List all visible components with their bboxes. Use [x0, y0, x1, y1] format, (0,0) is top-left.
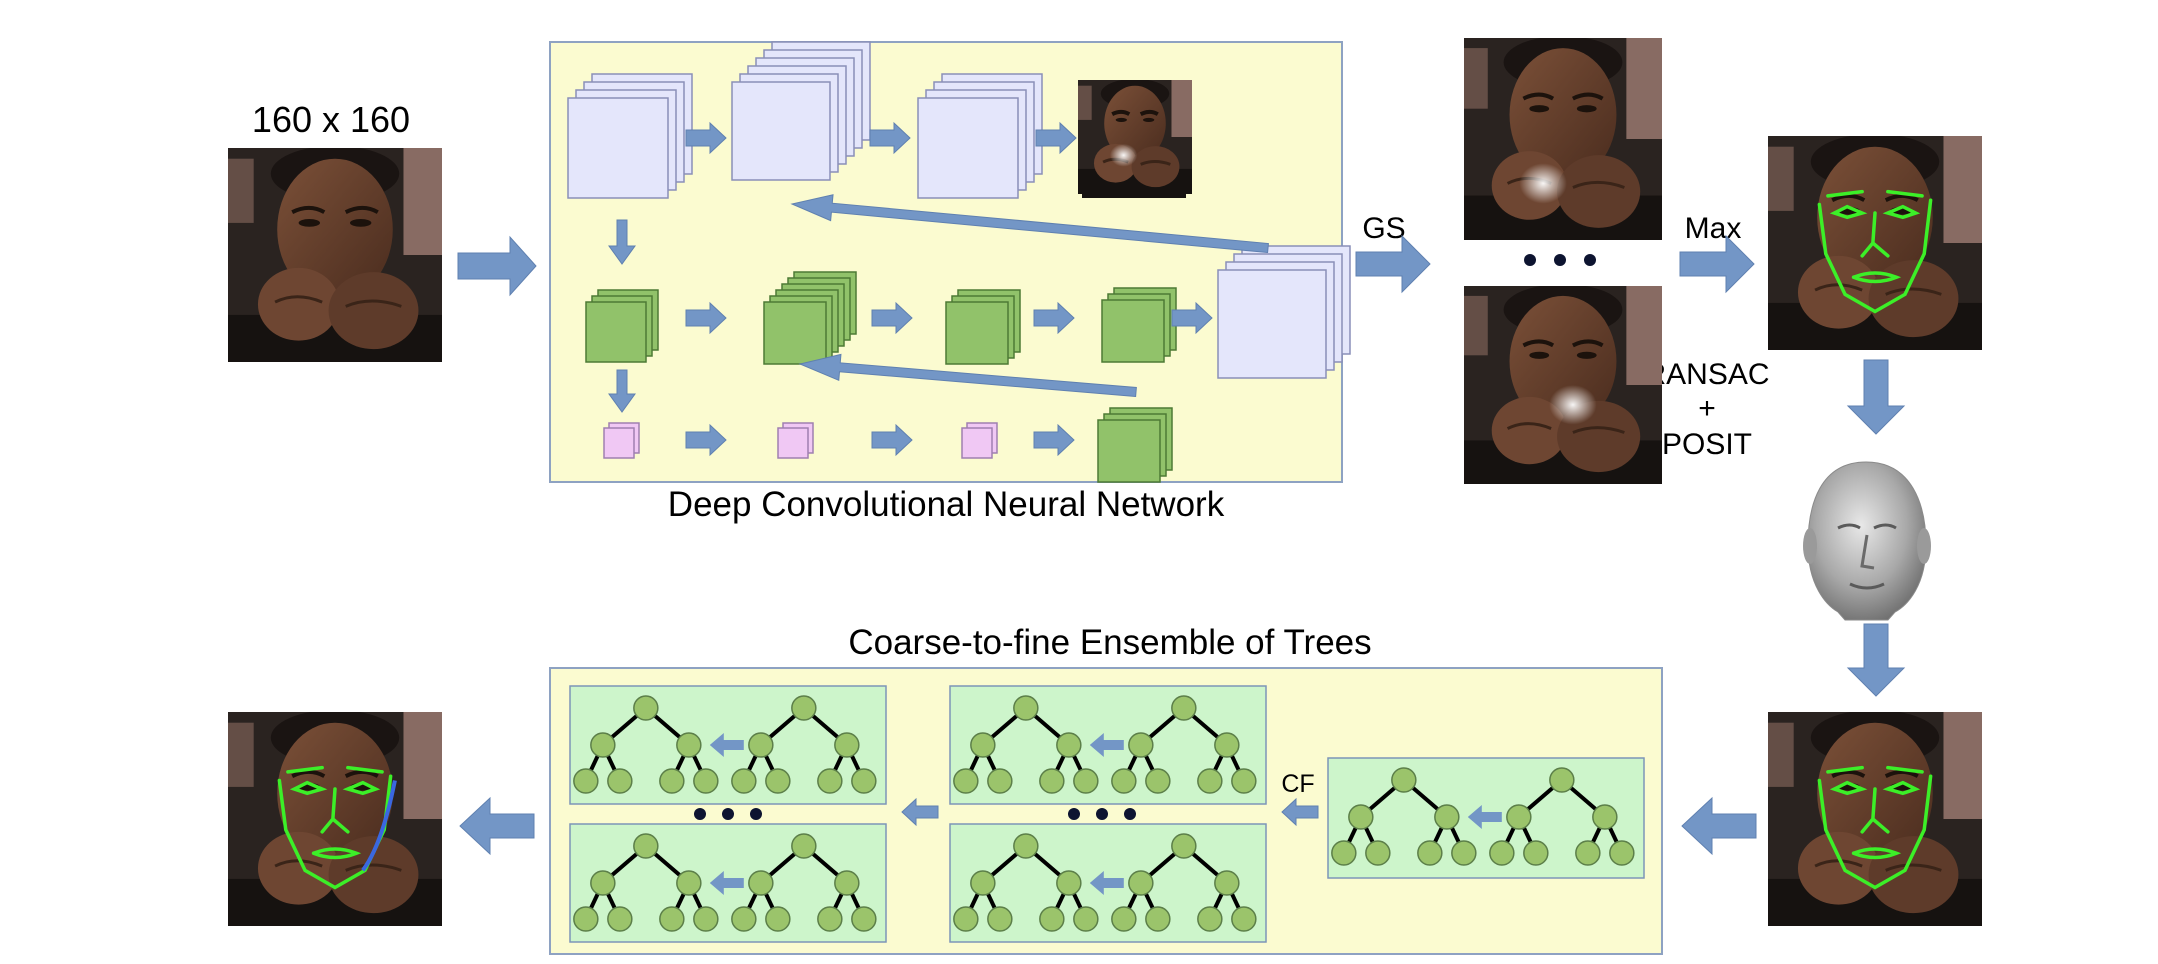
gs-arrow: [1355, 234, 1431, 294]
conv-stack-1: [567, 73, 693, 199]
conv-stack-3: [917, 73, 1043, 199]
tree-panel-mid-top-tree-b: [1111, 695, 1257, 794]
green-stack-1: [585, 289, 659, 363]
arrow-icon: [709, 733, 744, 757]
dcnn-caption: Deep Convolutional Neural Network: [668, 485, 1225, 524]
row3-arrow-3: [1033, 423, 1075, 457]
pink-stack-1: [603, 422, 640, 459]
tree-panel-left-bottom-tree-a: [573, 833, 719, 932]
arrow-icon: [709, 871, 744, 895]
dcnn-output-thumb: [1078, 80, 1192, 194]
ellipsis-dot: [1096, 808, 1108, 820]
cf-arrow: [1281, 797, 1319, 827]
max-label: Max: [1685, 212, 1742, 245]
tree-panel-left-top-tree-a: [573, 695, 719, 794]
refine-to-ensemble-arrow: [1681, 796, 1757, 856]
max-landmarks-photo: [1768, 136, 1982, 350]
tree-panel-mid-bottom-tree-a: [953, 833, 1099, 932]
row2-arrow-4: [1171, 301, 1213, 335]
tree-panel-mid-bottom-tree-b: [1111, 833, 1257, 932]
ellipsis-dot: [694, 808, 706, 820]
coarse-tree-panel-tree-b: [1489, 767, 1635, 866]
input-to-dcnn-arrow: [457, 235, 537, 297]
row2-arrow-2: [871, 301, 913, 335]
pink-stack-2: [777, 422, 814, 459]
input-size-label: 160 x 160: [252, 99, 410, 140]
ellipsis-dot: [1124, 808, 1136, 820]
row1-arrow-2: [869, 121, 911, 155]
refined-landmarks-photo: [1768, 712, 1982, 926]
pink-stack-3: [961, 422, 998, 459]
row3-arrow-2: [871, 423, 913, 457]
ensemble-inner-arrow: [901, 797, 939, 827]
ellipsis-dot: [1068, 808, 1080, 820]
down-arrow-2: [608, 369, 636, 413]
arrow-icon: [1089, 733, 1124, 757]
tree-panel-mid-bottom: [949, 823, 1267, 943]
gs-output-photo-top: [1464, 38, 1662, 240]
row2-arrow-3: [1033, 301, 1075, 335]
row1-arrow-3: [1035, 121, 1077, 155]
coarse-tree-panel-tree-a: [1331, 767, 1477, 866]
conv-stack-2: [731, 41, 871, 181]
feedback-arrow-1: [790, 194, 1269, 254]
face-photos: [228, 38, 1982, 926]
ransac-arrow: [1846, 359, 1906, 435]
max-arrow: [1679, 234, 1755, 294]
green-stack-2: [763, 271, 857, 365]
arrow-icon: [1089, 871, 1124, 895]
final-landmarks-photo: [228, 712, 442, 926]
row1-arrow-1: [685, 121, 727, 155]
ensemble-caption: Coarse-to-fine Ensemble of Trees: [848, 623, 1371, 662]
row2-arrow-1: [685, 301, 727, 335]
row3-arrow-1: [685, 423, 727, 457]
tree-panel-left-bottom-tree-b: [731, 833, 877, 932]
plus-label: +: [1698, 392, 1716, 425]
feature-map-stacks: [567, 41, 1351, 483]
posit-label: POSIT: [1662, 428, 1752, 461]
coarse-tree-panel: [1327, 757, 1645, 879]
gs-output-photo-bottom: [1464, 286, 1662, 484]
3d-head-icon: [1803, 461, 1931, 621]
green-stack-3: [945, 289, 1021, 365]
input-face-photo: [228, 148, 442, 362]
conv-stack-4: [1217, 245, 1351, 379]
tree-panel-mid-top: [949, 685, 1267, 805]
green-stack-5: [1097, 407, 1173, 483]
ellipsis-dot: [722, 808, 734, 820]
tree-panel-left-top-tree-b: [731, 695, 877, 794]
ellipsis-dots: [1524, 254, 1596, 266]
cf-label: CF: [1281, 770, 1314, 798]
ensemble-to-output-arrow: [459, 796, 535, 856]
ransac-label: RANSAC: [1644, 358, 1769, 391]
green-stack-4: [1101, 287, 1177, 363]
flow-arrows: [457, 121, 1906, 856]
feedback-arrow-2: [798, 353, 1137, 398]
tree-ensemble: [569, 685, 1645, 943]
gs-label: GS: [1362, 212, 1405, 245]
ellipsis-dot: [750, 808, 762, 820]
arrow-icon: [1467, 805, 1502, 829]
tree-panel-mid-top-tree-a: [953, 695, 1099, 794]
down-arrow-1: [608, 219, 636, 265]
head-to-refine-arrow: [1846, 623, 1906, 697]
tree-panel-left-top: [569, 685, 887, 805]
tree-panel-left-bottom: [569, 823, 887, 943]
